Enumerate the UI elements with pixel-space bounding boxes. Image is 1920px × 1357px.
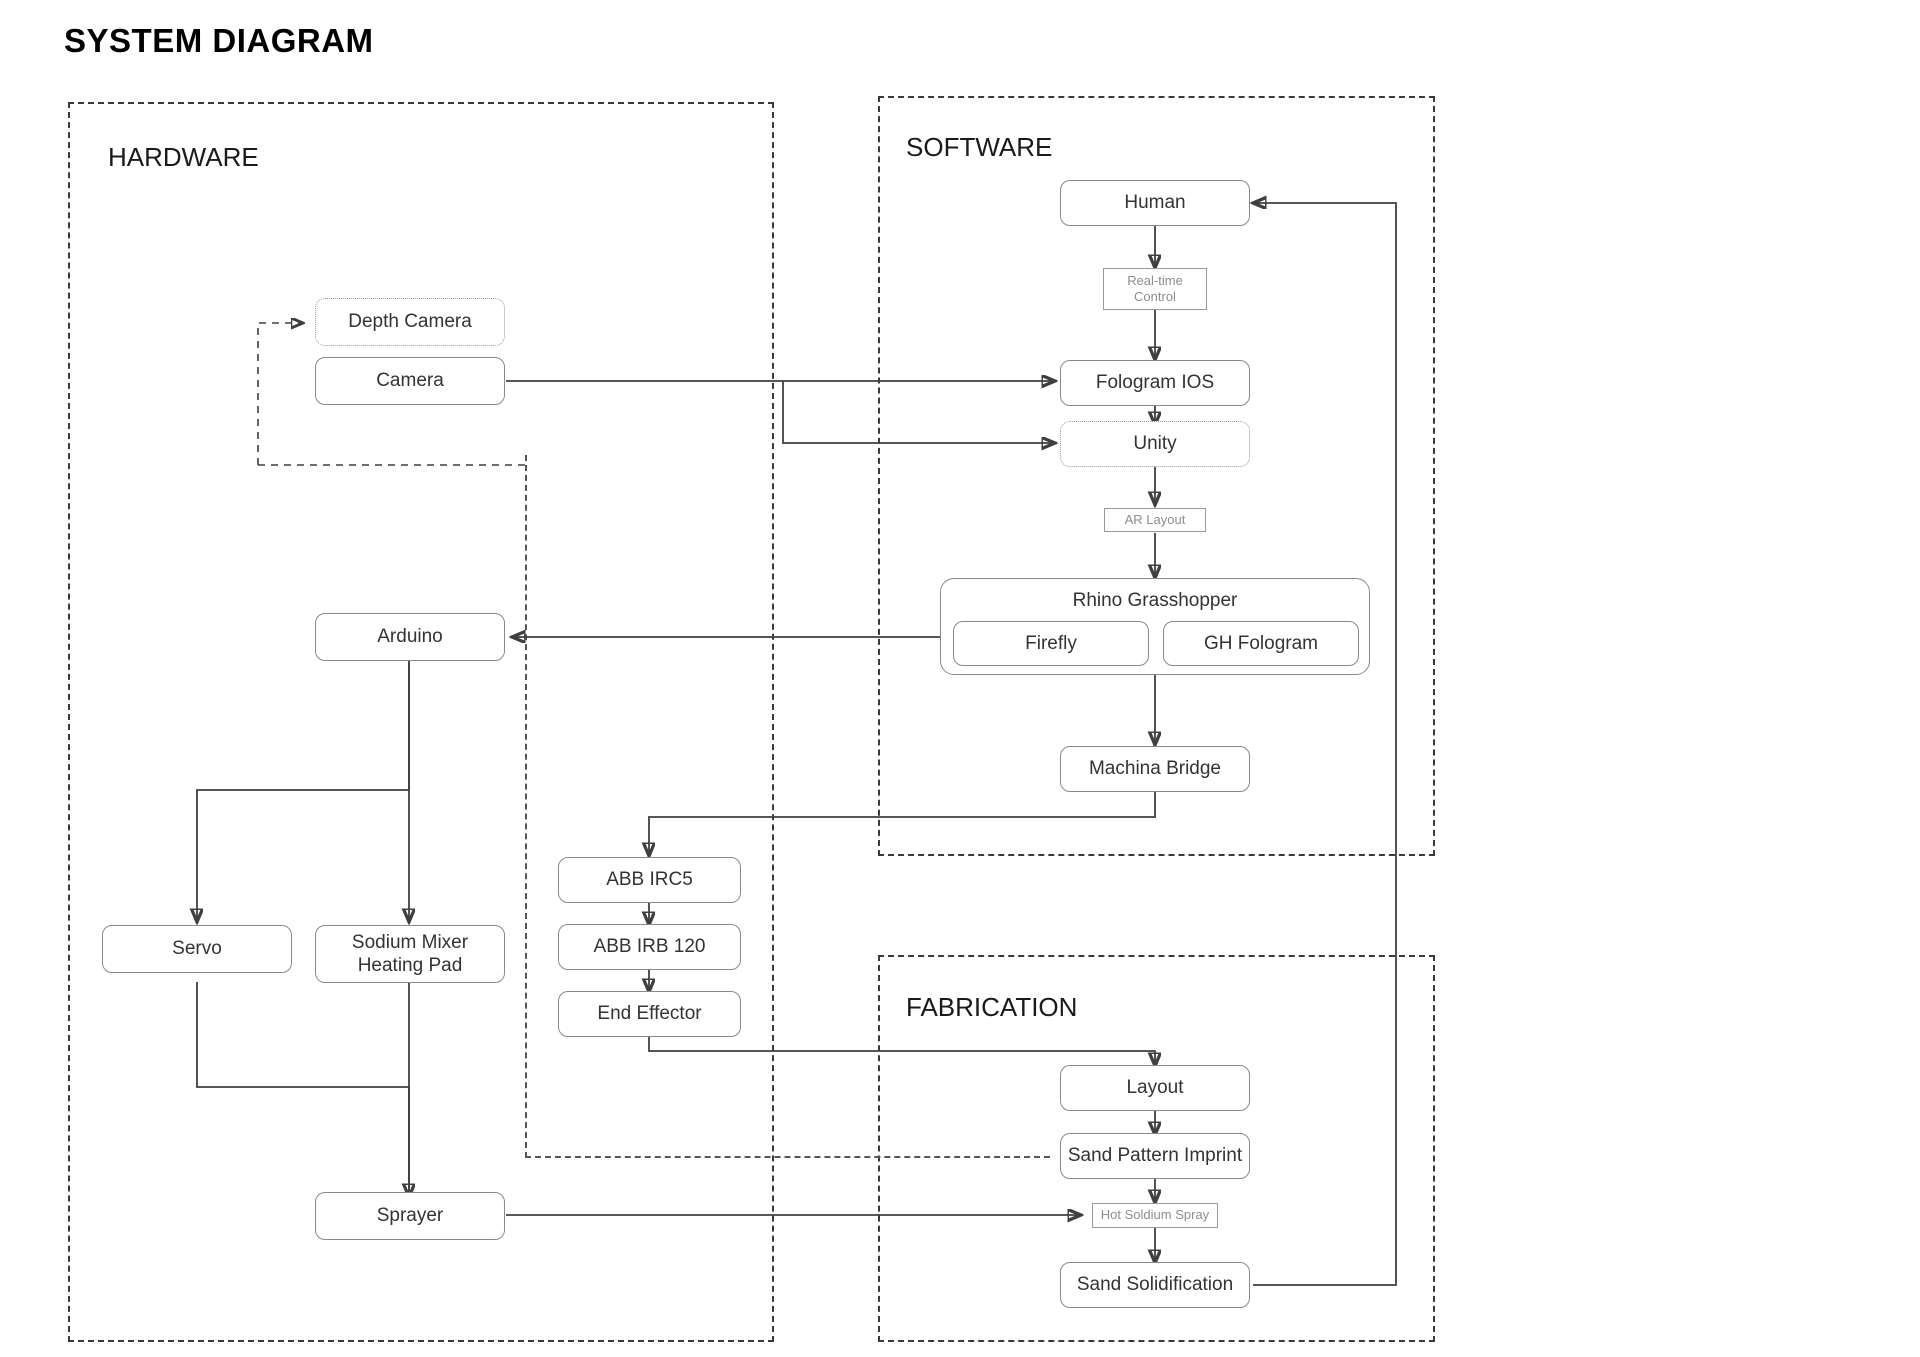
node-sand-solidification[interactable]: Sand Solidification — [1060, 1262, 1250, 1308]
node-firefly[interactable]: Firefly — [953, 621, 1149, 666]
node-camera[interactable]: Camera — [315, 357, 505, 405]
node-servo[interactable]: Servo — [102, 925, 292, 973]
edge-label-hot-soldium-spray: Hot Soldium Spray — [1092, 1203, 1218, 1228]
group-hardware-label: HARDWARE — [108, 142, 259, 172]
edge-label-real-time-control: Real-time Control — [1103, 268, 1207, 310]
node-unity[interactable]: Unity — [1060, 421, 1250, 467]
node-abb-irb-120[interactable]: ABB IRB 120 — [558, 924, 741, 970]
node-arduino[interactable]: Arduino — [315, 613, 505, 661]
node-end-effector[interactable]: End Effector — [558, 991, 741, 1037]
node-gh-fologram[interactable]: GH Fologram — [1163, 621, 1359, 666]
node-human[interactable]: Human — [1060, 180, 1250, 226]
node-abb-irc5[interactable]: ABB IRC5 — [558, 857, 741, 903]
node-sodium-mixer-heating-pad[interactable]: Sodium Mixer Heating Pad — [315, 925, 505, 983]
node-rhino-grasshopper-title: Rhino Grasshopper — [1072, 590, 1238, 611]
group-hardware — [68, 102, 774, 1342]
node-fologram-ios[interactable]: Fologram IOS — [1060, 360, 1250, 406]
node-sand-pattern-imprint[interactable]: Sand Pattern Imprint — [1060, 1133, 1250, 1179]
edge-label-ar-layout: AR Layout — [1104, 508, 1206, 532]
group-software — [878, 96, 1435, 856]
page-title: SYSTEM DIAGRAM — [64, 22, 374, 59]
group-robot-subregion — [525, 455, 1050, 1158]
node-depth-camera[interactable]: Depth Camera — [315, 298, 505, 346]
group-fabrication — [878, 955, 1435, 1342]
node-sprayer[interactable]: Sprayer — [315, 1192, 505, 1240]
node-layout[interactable]: Layout — [1060, 1065, 1250, 1111]
group-fabrication-label: FABRICATION — [906, 992, 1078, 1022]
node-machina-bridge[interactable]: Machina Bridge — [1060, 746, 1250, 792]
node-rhino-grasshopper[interactable]: Rhino Grasshopper Firefly GH Fologram — [940, 578, 1370, 675]
group-software-label: SOFTWARE — [906, 132, 1053, 162]
